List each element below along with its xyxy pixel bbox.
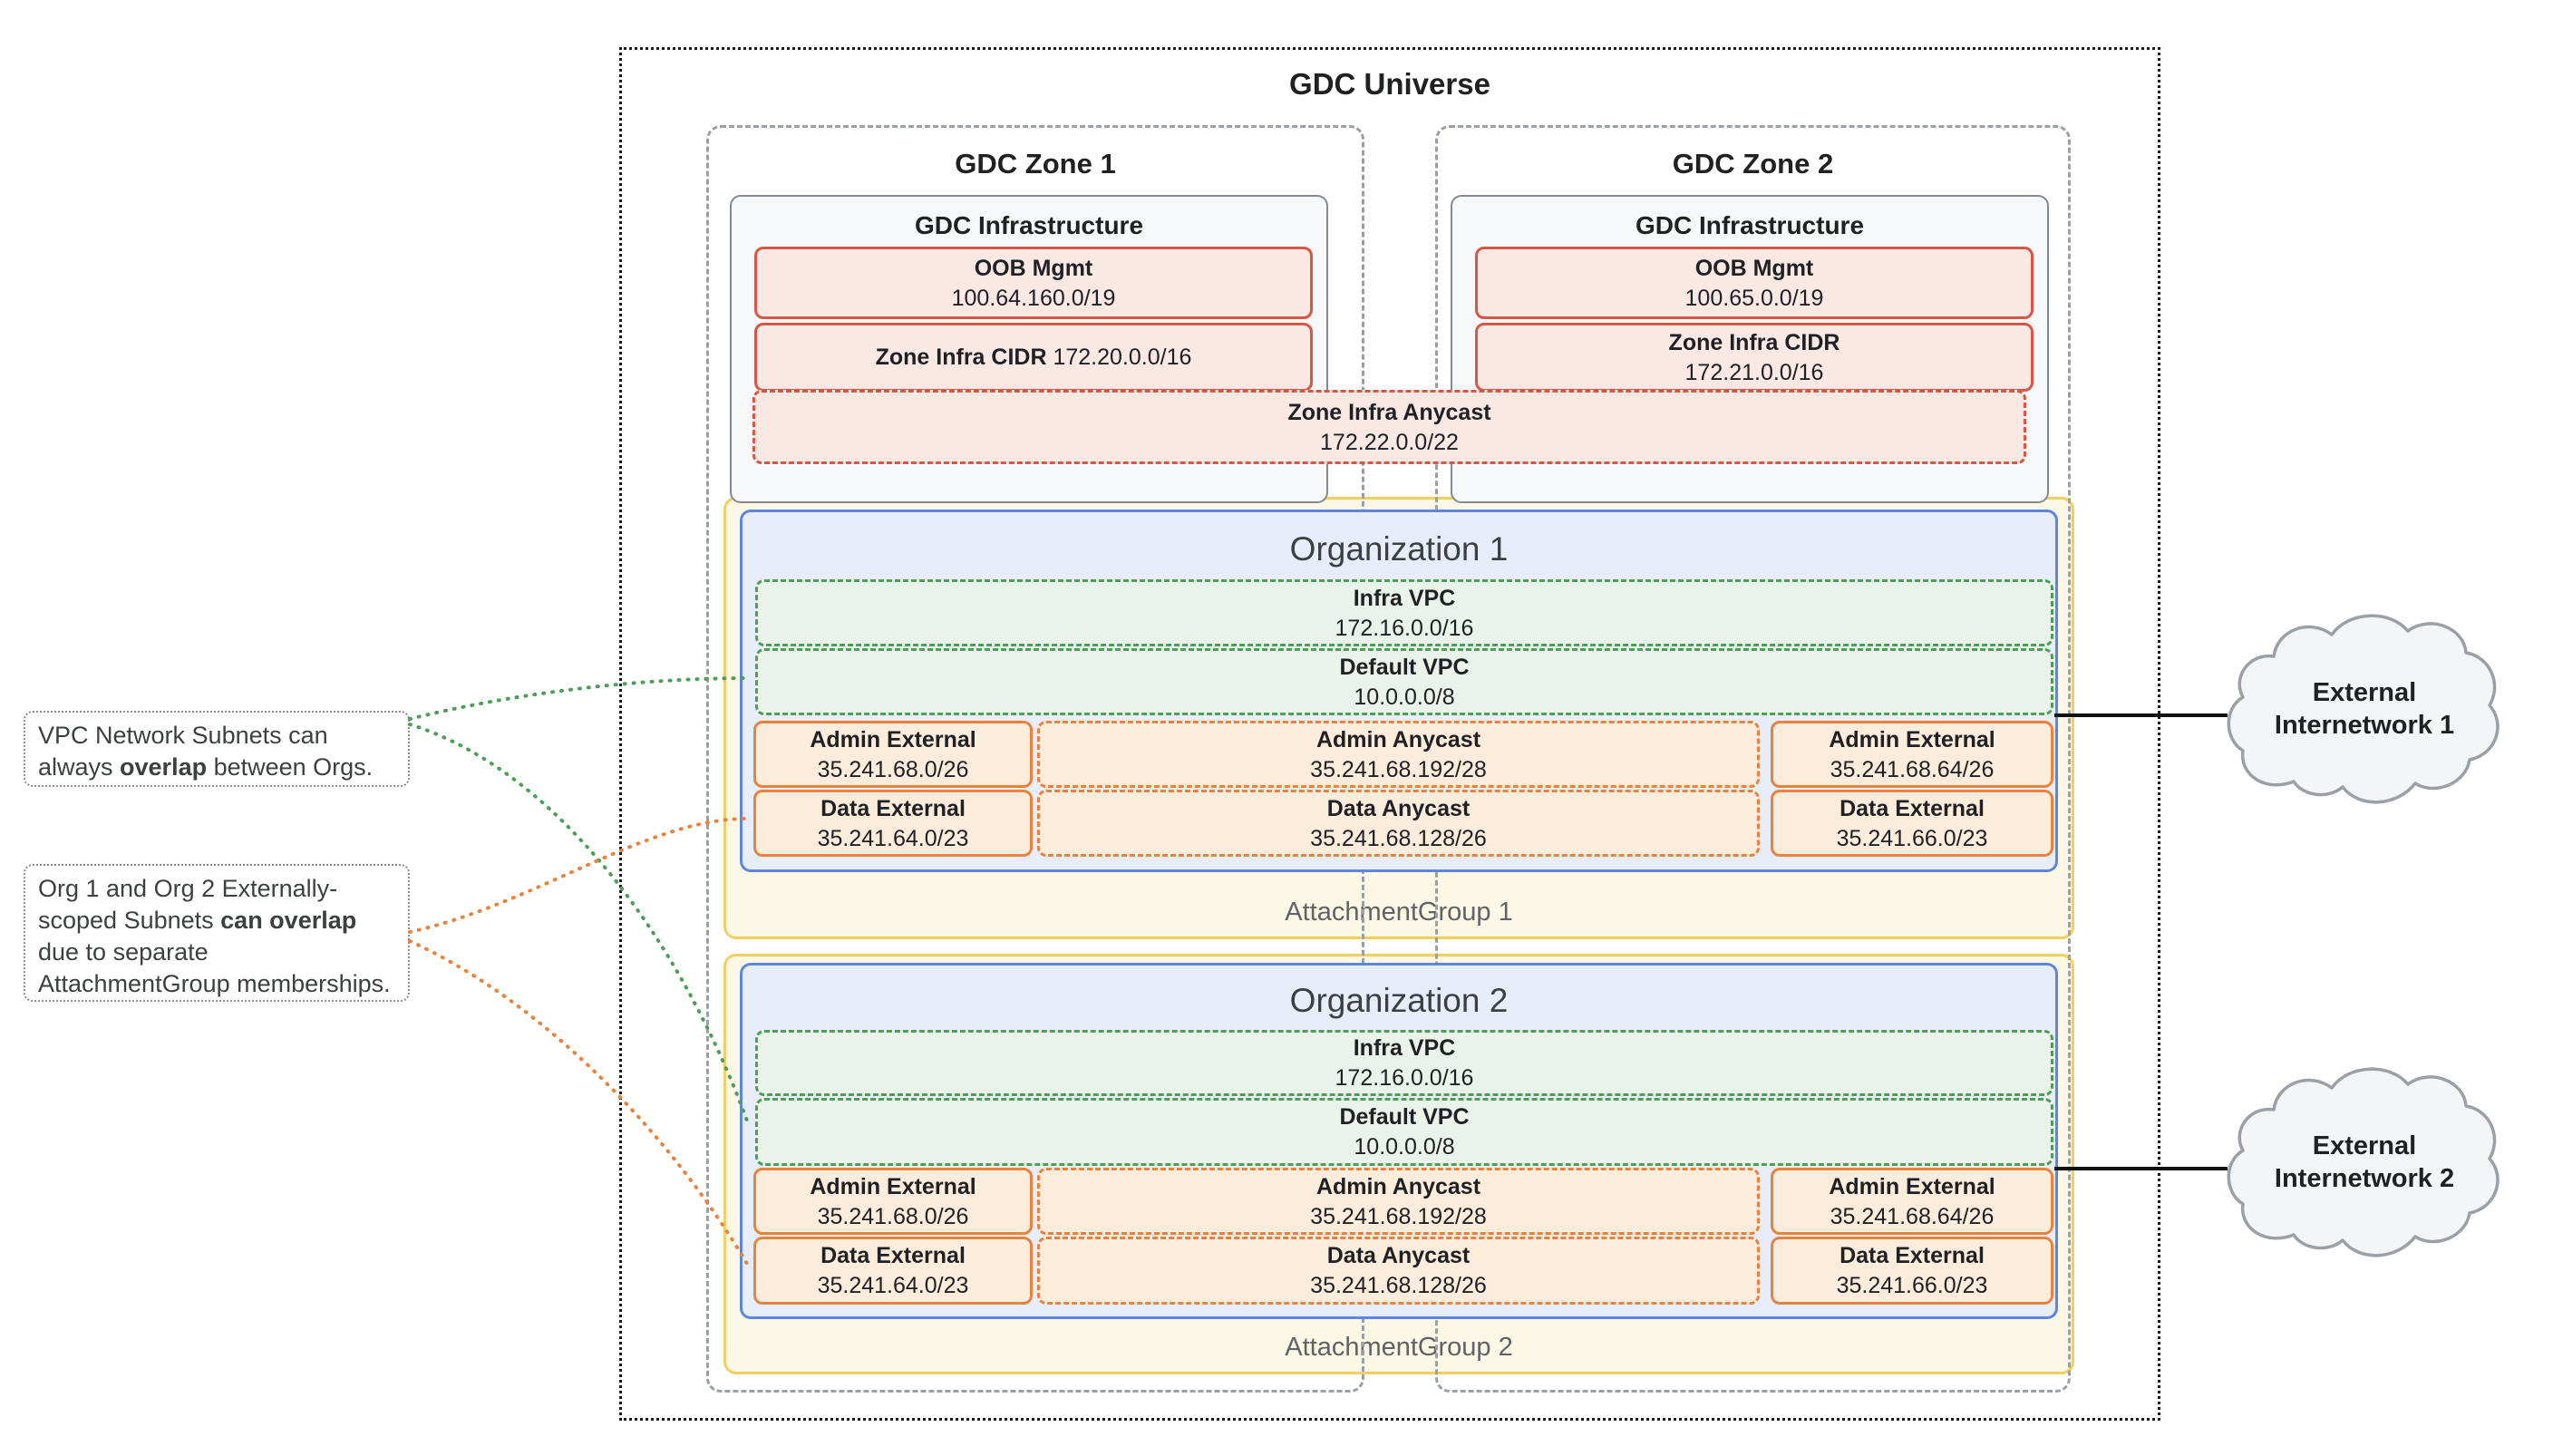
oob-mgmt-zone1: OOB Mgmt 100.64.160.0/19 (754, 247, 1313, 319)
org2-data-anycast-cidr: 35.241.68.128/26 (1310, 1273, 1487, 1298)
org2-data-external-zone1: Data External 35.241.64.0/23 (753, 1237, 1033, 1305)
gdc-universe-title: GDC Universe (1289, 67, 1490, 101)
org1-admin-anycast-label: Admin Anycast (1315, 726, 1481, 752)
cloud-2-line-2: Internetwork 2 (2274, 1164, 2455, 1193)
org2-data-external-zone2: Data External 35.241.66.0/23 (1771, 1237, 2053, 1305)
org1-data-external-zone1-cidr: 35.241.64.0/23 (817, 825, 969, 851)
org2-default-vpc-label: Default VPC (1339, 1104, 1470, 1130)
attachment-group-2-label: AttachmentGroup 2 (1285, 1333, 1513, 1362)
infra-title-zone2: GDC Infrastructure (1635, 211, 1865, 239)
annotation-1-bold: overlap (120, 753, 208, 781)
org2-data-external-zone1-cidr: 35.241.64.0/23 (817, 1273, 969, 1298)
org2-admin-anycast-label: Admin Anycast (1315, 1173, 1481, 1199)
zone-infra-cidr-zone1: Zone Infra CIDR 172.20.0.0/16 (754, 323, 1313, 392)
cloud-2-line-1: External (2312, 1131, 2417, 1160)
annotation-1-text: VPC Network Subnets can always (38, 722, 328, 781)
organization-2: Organization 2 Infra VPC 172.16.0.0/16 D… (740, 963, 2058, 1319)
org1-admin-external-zone2-cidr: 35.241.68.64/26 (1830, 756, 1995, 782)
org1-admin-anycast-cidr: 35.241.68.192/28 (1310, 756, 1487, 782)
org2-data-anycast-label: Data Anycast (1326, 1243, 1471, 1268)
org1-default-vpc-label: Default VPC (1339, 654, 1470, 680)
gdc-zone-2-title: GDC Zone 2 (1672, 148, 1834, 180)
org2-data-external-zone2-cidr: 35.241.66.0/23 (1836, 1273, 1988, 1298)
org2-admin-external-zone2-label: Admin External (1829, 1173, 1995, 1199)
external-internetwork-1-cloud: External Internetwork 1 (2223, 604, 2506, 814)
zone-infra-anycast: Zone Infra Anycast 172.22.0.0/22 (752, 390, 2026, 464)
infra-title-zone1: GDC Infrastructure (914, 211, 1144, 239)
zone-infra-cidr-zone2: Zone Infra CIDR 172.21.0.0/16 (1475, 323, 2034, 392)
cloud-icon (2227, 614, 2500, 804)
annotation-2-text: Org 1 and Org 2 Externally-scoped Subnet… (38, 875, 338, 934)
external-internetwork-2-label: External Internetwork 2 (2223, 1057, 2506, 1267)
org2-data-anycast: Data Anycast 35.241.68.128/26 (1037, 1237, 1760, 1305)
org1-infra-vpc-cidr: 172.16.0.0/16 (1335, 615, 1474, 641)
organization-1: Organization 1 Infra VPC 172.16.0.0/16 D… (740, 510, 2058, 872)
annotation-1-text-after: between Orgs. (207, 753, 374, 781)
org1-data-external-zone1: Data External 35.241.64.0/23 (753, 790, 1033, 857)
oob-mgmt-zone2-cidr: 100.65.0.0/19 (1684, 285, 1824, 311)
external-internetwork-2-cloud: External Internetwork 2 (2223, 1057, 2506, 1267)
org2-default-vpc: Default VPC 10.0.0.0/8 (755, 1098, 2053, 1166)
org1-infra-vpc: Infra VPC 172.16.0.0/16 (755, 579, 2053, 646)
org2-admin-anycast-cidr: 35.241.68.192/28 (1310, 1203, 1487, 1229)
org2-default-vpc-cidr: 10.0.0.0/8 (1354, 1134, 1455, 1160)
external-internetwork-1-label: External Internetwork 1 (2223, 604, 2506, 814)
org1-admin-external-zone1-cidr: 35.241.68.0/26 (817, 756, 969, 782)
org1-data-anycast-cidr: 35.241.68.128/26 (1310, 825, 1487, 851)
zone-infra-cidr-zone1-label: Zone Infra CIDR (875, 344, 1047, 370)
zone-infra-cidr-zone2-value: 172.21.0.0/16 (1684, 359, 1824, 385)
org1-data-external-zone1-label: Data External (820, 795, 966, 821)
annotation-vpc-overlap: VPC Network Subnets can always overlap b… (24, 711, 410, 787)
attachment-group-1-label: AttachmentGroup 1 (1285, 898, 1513, 927)
org2-data-external-zone2-label: Data External (1840, 1243, 1985, 1268)
org2-admin-external-zone2: Admin External 35.241.68.64/26 (1771, 1168, 2053, 1235)
org1-data-external-zone2-cidr: 35.241.66.0/23 (1836, 825, 1988, 851)
org2-admin-external-zone1-cidr: 35.241.68.0/26 (817, 1203, 969, 1229)
org1-admin-external-zone1-label: Admin External (810, 726, 976, 752)
org2-admin-external-zone2-cidr: 35.241.68.64/26 (1830, 1203, 1995, 1229)
org1-default-vpc-cidr: 10.0.0.0/8 (1354, 684, 1455, 710)
org1-default-vpc: Default VPC 10.0.0.0/8 (755, 648, 2053, 715)
org2-data-external-zone1-label: Data External (820, 1243, 966, 1268)
cloud-1-line-2: Internetwork 1 (2274, 711, 2455, 740)
oob-mgmt-zone2: OOB Mgmt 100.65.0.0/19 (1475, 247, 2034, 319)
org2-infra-vpc: Infra VPC 172.16.0.0/16 (755, 1030, 2053, 1096)
organization-2-title: Organization 2 (1289, 982, 1509, 1019)
gdc-zone-1-title: GDC Zone 1 (955, 148, 1116, 180)
org2-admin-external-zone1: Admin External 35.241.68.0/26 (753, 1168, 1033, 1235)
annotation-2-text-after: due to separate AttachmentGroup membersh… (38, 938, 391, 997)
org1-data-external-zone2-label: Data External (1840, 795, 1985, 821)
org1-admin-external-zone2: Admin External 35.241.68.64/26 (1771, 721, 2053, 788)
zone-infra-anycast-label: Zone Infra Anycast (1287, 399, 1491, 425)
zone-infra-cidr-zone2-label: Zone Infra CIDR (1668, 329, 1840, 355)
org2-infra-vpc-label: Infra VPC (1353, 1035, 1456, 1061)
org1-data-anycast: Data Anycast 35.241.68.128/26 (1037, 790, 1760, 857)
cloud-1-line-1: External (2312, 678, 2417, 707)
org2-admin-anycast: Admin Anycast 35.241.68.192/28 (1037, 1168, 1760, 1235)
org1-admin-external-zone2-label: Admin External (1829, 726, 1995, 752)
org1-data-anycast-label: Data Anycast (1326, 795, 1471, 821)
cloud-icon (2227, 1067, 2500, 1257)
annotation-2-bold: can overlap (220, 907, 357, 934)
organization-1-title: Organization 1 (1289, 530, 1509, 568)
oob-mgmt-zone1-label: OOB Mgmt (974, 255, 1093, 281)
zone-infra-cidr-zone1-value: 172.20.0.0/16 (1053, 344, 1192, 370)
zone-infra-cidr-zone1-text: Zone Infra CIDR 172.20.0.0/16 (876, 345, 1192, 371)
org2-admin-external-zone1-label: Admin External (810, 1173, 976, 1199)
org2-infra-vpc-cidr: 172.16.0.0/16 (1335, 1065, 1474, 1091)
oob-mgmt-zone1-cidr: 100.64.160.0/19 (951, 285, 1116, 311)
oob-mgmt-zone2-label: OOB Mgmt (1694, 255, 1814, 281)
org1-data-external-zone2: Data External 35.241.66.0/23 (1771, 790, 2053, 857)
org1-admin-external-zone1: Admin External 35.241.68.0/26 (753, 721, 1033, 788)
org1-admin-anycast: Admin Anycast 35.241.68.192/28 (1037, 721, 1760, 788)
annotation-external-overlap: Org 1 and Org 2 Externally-scoped Subnet… (24, 864, 410, 1002)
zone-infra-anycast-cidr: 172.22.0.0/22 (1320, 429, 1459, 455)
org1-infra-vpc-label: Infra VPC (1353, 585, 1456, 611)
